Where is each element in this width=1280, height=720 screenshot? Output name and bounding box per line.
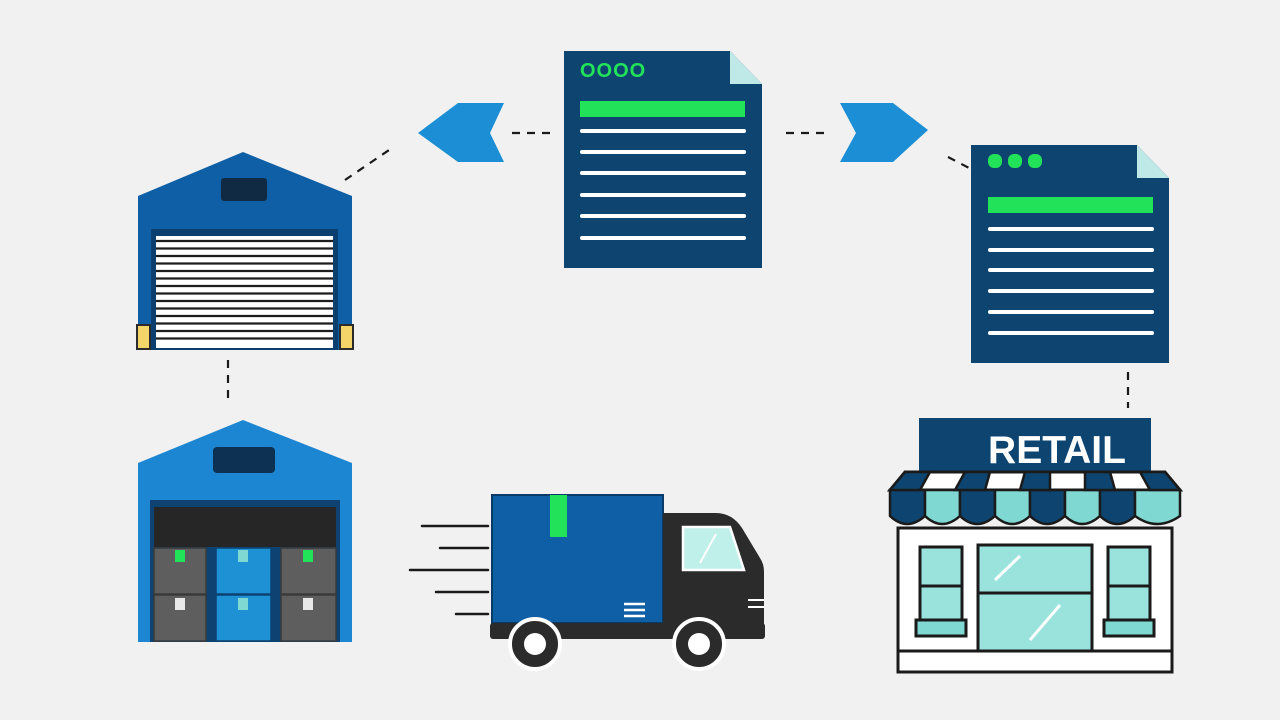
connectors [226, 131, 1130, 408]
store-sign [919, 418, 1151, 472]
connector-arrow-to-document-right [947, 156, 974, 171]
store-sign-text: RETAIL [988, 429, 1126, 472]
truck-cargo [491, 494, 664, 624]
warehouse-window [221, 178, 267, 201]
rolling-door [156, 236, 333, 348]
document-icon [971, 145, 1169, 363]
document-highlight-line [988, 197, 1153, 213]
door-light-right [339, 324, 354, 350]
document-dots [988, 154, 1042, 168]
document-text-lines [580, 129, 746, 240]
connector-warehouse-to-arrow [344, 147, 393, 181]
arrow-right-icon [840, 103, 928, 162]
warehouse-window [213, 447, 275, 473]
cargo-tape [550, 495, 567, 537]
document-highlight-line [580, 101, 745, 117]
door-light-left [136, 324, 151, 350]
store-door [976, 543, 1094, 653]
document-text-lines [988, 227, 1154, 335]
page-fold [1137, 145, 1169, 178]
truck-icon [408, 494, 765, 671]
stacked-boxes [153, 547, 337, 642]
warehouse-icon [136, 152, 354, 350]
truck-window [681, 525, 746, 572]
speed-lines [408, 524, 490, 616]
store-icon: RETAIL [886, 418, 1184, 674]
warehouse-open-icon [138, 420, 352, 642]
arrow-left-icon [418, 103, 504, 162]
store-windows [914, 545, 1156, 638]
store-awning [886, 470, 1184, 526]
document-code: OOOO [580, 60, 646, 82]
page-fold [730, 51, 762, 84]
document-icon: OOOO [564, 51, 762, 268]
